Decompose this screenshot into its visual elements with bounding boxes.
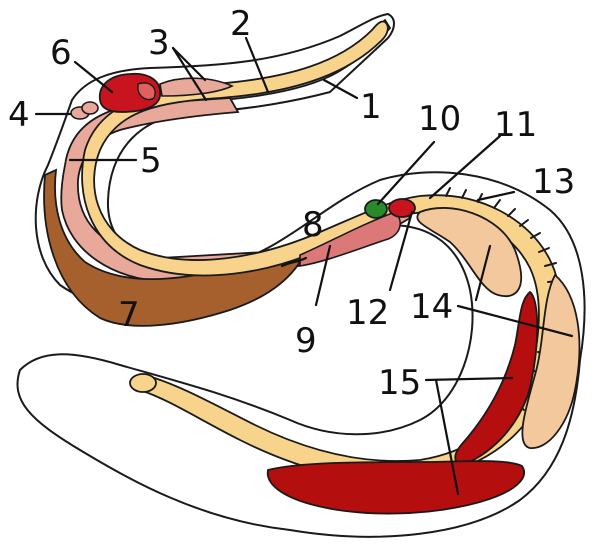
label-6: 6: [50, 33, 72, 73]
kidney-lower: [266, 460, 525, 515]
label-7: 7: [118, 295, 140, 335]
intestine-end: [129, 373, 157, 393]
thyroid-2: [81, 101, 99, 115]
leader-lines: [34, 36, 574, 496]
label-3: 3: [148, 23, 170, 63]
label-14: 14: [410, 287, 453, 327]
thymus: [159, 77, 234, 97]
gonad-upper: [416, 207, 522, 297]
label-2: 2: [230, 4, 252, 44]
label-4: 4: [8, 95, 30, 135]
label-5: 5: [140, 141, 162, 181]
label-1: 1: [360, 87, 382, 127]
label-12: 12: [346, 293, 389, 333]
liver-detail: [280, 256, 308, 268]
gonad-lower: [521, 273, 581, 449]
duodenum: [299, 211, 401, 267]
heart-auricle: [137, 82, 156, 101]
label-8: 8: [302, 205, 324, 245]
label-11: 11: [494, 105, 537, 145]
label-10: 10: [418, 99, 461, 139]
label-9: 9: [295, 321, 317, 361]
pancreas: [388, 198, 416, 218]
label-13: 13: [532, 162, 575, 202]
label-15: 15: [378, 363, 421, 403]
gallbladder: [364, 199, 388, 219]
kidney-upper: [454, 290, 539, 468]
